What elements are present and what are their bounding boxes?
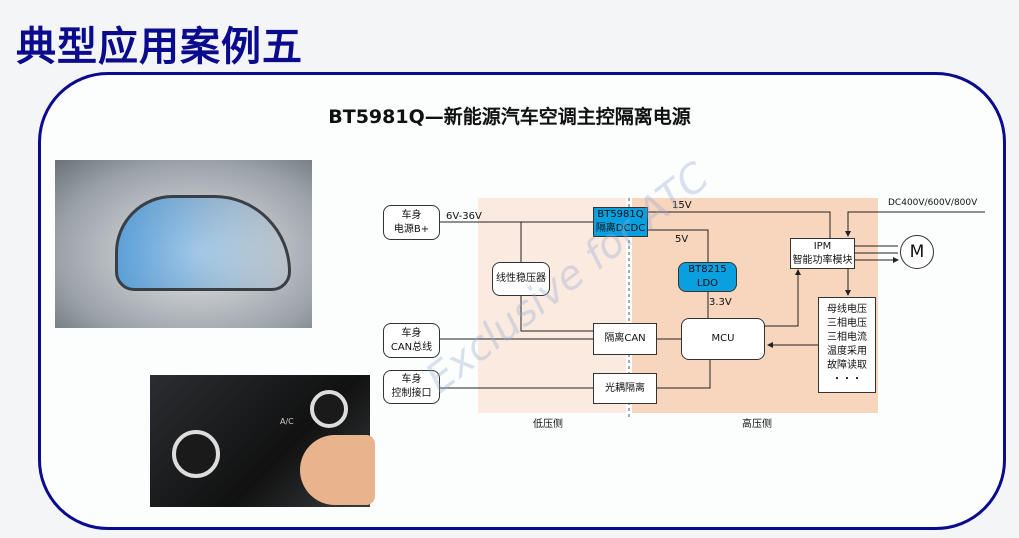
label-low-side: 低压侧 [533, 419, 563, 430]
finger-image [300, 435, 375, 505]
node-motor: M [900, 235, 934, 269]
label-vin: 6V-36V [446, 211, 482, 222]
label-5v: 5V [675, 234, 689, 245]
car-cutaway-image [55, 160, 312, 328]
label-15v: 15V [672, 200, 692, 211]
node-ldo: BT8215 LDO [678, 262, 737, 292]
node-ipm: IPM 智能功率模块 [790, 238, 855, 269]
diagram-title: BT5981Q—新能源汽车空调主控隔离电源 [328, 106, 691, 128]
node-control: 车身 控制接口 [383, 370, 440, 404]
node-linear-regulator: 线性稳压器 [492, 262, 550, 296]
node-mcu: MCU [681, 318, 765, 360]
node-can-bus: 车身 CAN总线 [383, 323, 440, 358]
label-high-side: 高压侧 [742, 419, 772, 430]
slide-title: 典型应用案例五 [16, 24, 303, 70]
node-sensing: 母线电压 三相电压 三相电流 温度采用 故障读取 ・・・ [818, 297, 876, 393]
node-power: 车身 电源B+ [383, 205, 440, 240]
label-3v3: 3.3V [709, 297, 732, 308]
atc-label: A/C [280, 417, 294, 426]
label-dc-bus: DC400V/600V/800V [888, 198, 978, 208]
node-iso-can: 隔离CAN [593, 323, 657, 355]
node-dcdc: BT5981Q 隔离DCDC [593, 207, 648, 237]
node-optocoupler: 光耦隔离 [593, 373, 657, 404]
